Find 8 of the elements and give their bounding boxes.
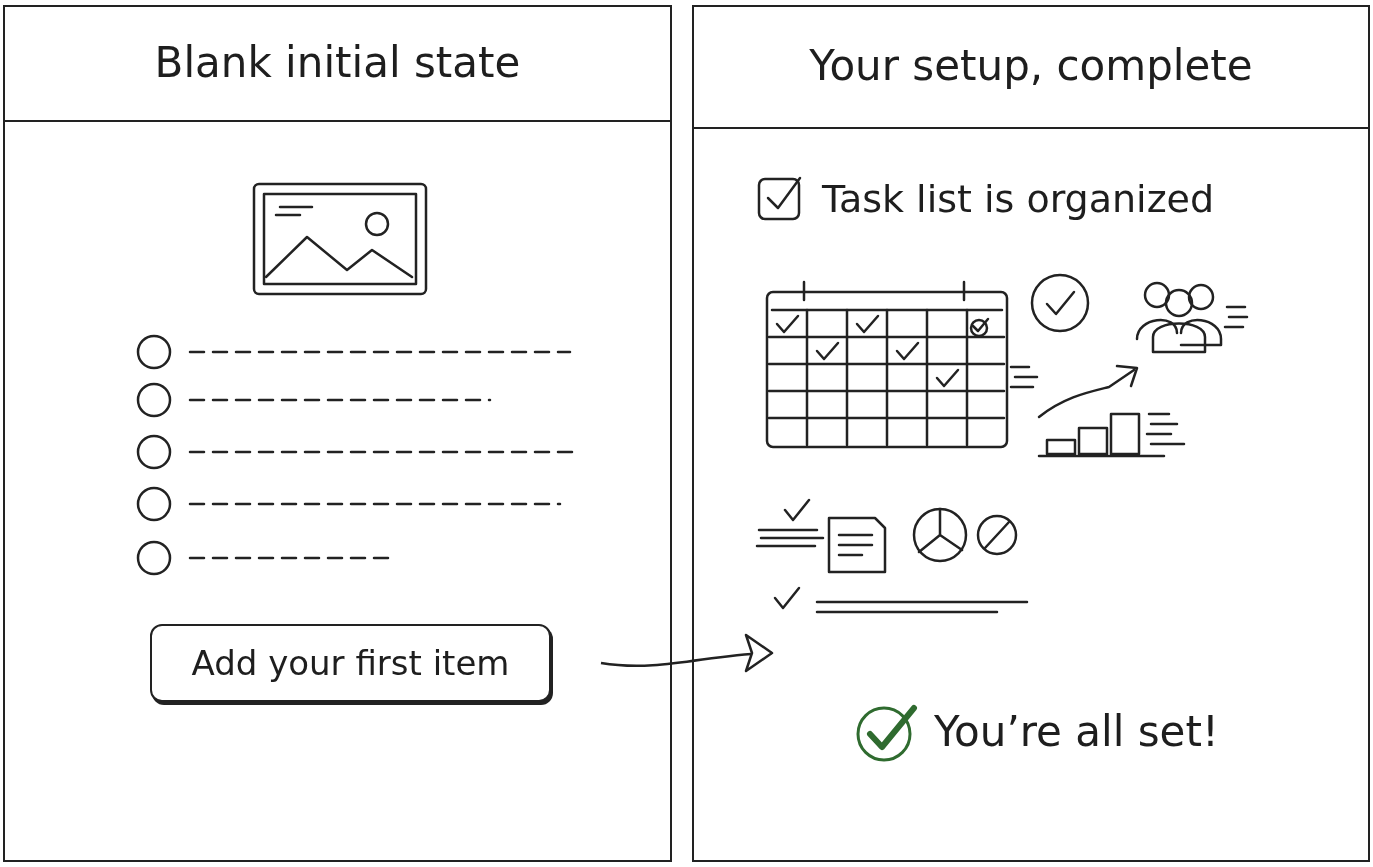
panel-heading: Blank initial state <box>153 37 522 87</box>
panel <box>692 5 1370 862</box>
arrow <box>600 634 774 673</box>
status-text: Task list is organized <box>822 177 1215 221</box>
panel-heading: Your setup, complete <box>808 41 1254 90</box>
panel <box>3 5 672 862</box>
add-item-button: Add your first item <box>150 624 551 702</box>
completion-message: You’re all set! <box>934 707 1219 756</box>
